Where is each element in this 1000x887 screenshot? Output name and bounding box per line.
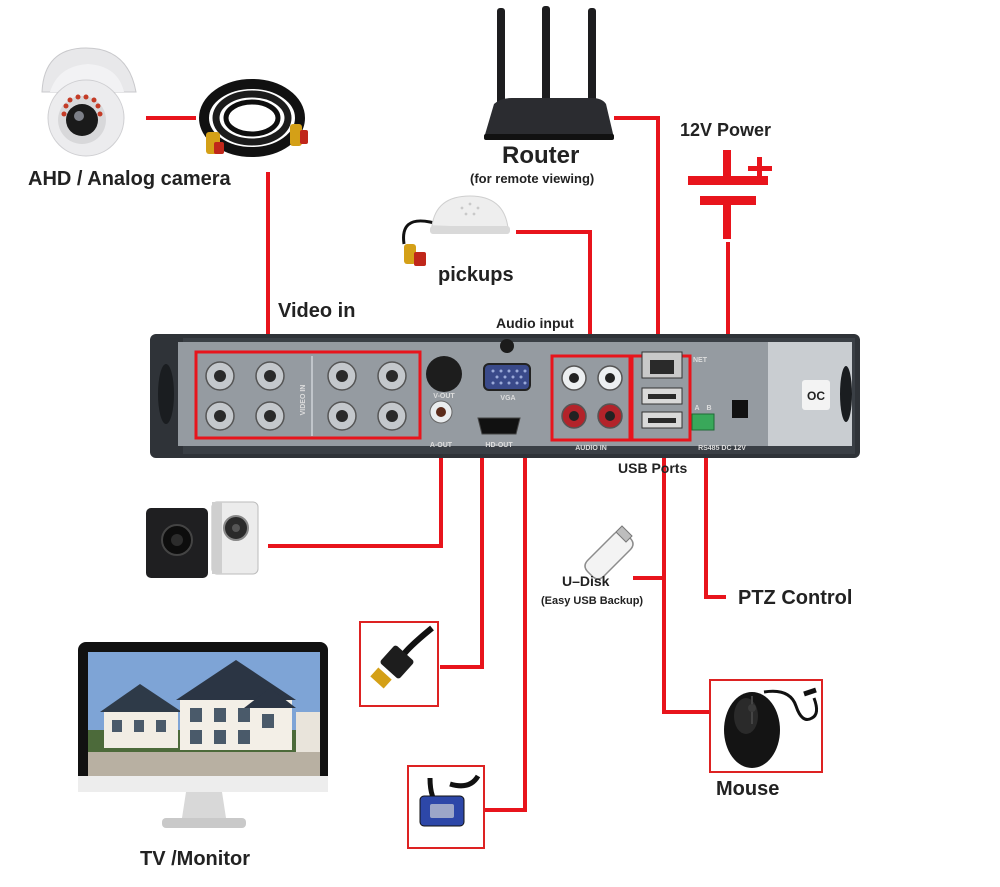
pickups-wire xyxy=(516,230,592,358)
ptz-wire xyxy=(704,422,726,599)
panel-label-a: A xyxy=(694,405,699,412)
svg-text:OC: OC xyxy=(807,389,825,403)
video-in-highlight xyxy=(194,350,422,440)
vga-cable-icon xyxy=(407,765,485,849)
microphone-pickup-icon xyxy=(402,195,510,266)
audio-input-label: Audio input xyxy=(496,315,574,331)
tv-monitor-icon xyxy=(78,642,328,828)
vout-port xyxy=(426,356,462,392)
speaker-wire xyxy=(268,418,443,548)
panel-label-audio-in: AUDIO IN xyxy=(575,445,607,452)
camera-label: AHD / Analog camera xyxy=(28,168,231,190)
vga-wire xyxy=(484,418,527,812)
connection-wires xyxy=(146,116,730,812)
router-sublabel: (for remote viewing) xyxy=(470,171,595,186)
power-label: 12V Power xyxy=(680,120,772,140)
usb-flash-drive-icon xyxy=(584,525,634,580)
dome-camera-icon xyxy=(41,47,137,157)
coax-cable-icon xyxy=(199,79,308,157)
router-icon xyxy=(484,6,614,140)
rs485-terminal xyxy=(691,413,715,431)
dc-power-symbol-icon xyxy=(688,150,772,239)
udisk-sublabel: (Easy USB Backup) xyxy=(541,595,644,607)
dvr-rear-panel: OC xyxy=(150,334,860,458)
panel-label-video-in: VIDEO IN xyxy=(300,385,307,416)
pickups-label: pickups xyxy=(438,264,514,286)
panel-label-net: NET xyxy=(693,357,708,364)
speakers-icon xyxy=(146,501,259,578)
panel-label-vout: V-OUT xyxy=(433,393,455,400)
panel-label-aout: A-OUT xyxy=(430,442,453,449)
udisk-label: U–Disk xyxy=(562,573,610,589)
mouse-icon xyxy=(709,679,823,773)
usb-wire xyxy=(662,412,714,714)
video-in-label: Video in xyxy=(278,300,356,322)
router-label: Router xyxy=(502,142,580,169)
tv-monitor-label: TV /Monitor xyxy=(140,848,250,870)
hdmi-wire xyxy=(440,422,484,669)
panel-label-rs485: RS485 DC 12V xyxy=(698,445,746,452)
mouse-label: Mouse xyxy=(716,778,780,800)
usb-ports-label: USB Ports xyxy=(618,460,688,476)
hdmi-port xyxy=(477,417,521,435)
hdmi-cable-icon xyxy=(359,621,439,707)
vga-port xyxy=(483,363,531,391)
ptz-control-label: PTZ Control xyxy=(738,587,853,609)
panel-label-b: B xyxy=(706,405,711,412)
panel-label-hdout: HD-OUT xyxy=(485,442,513,449)
router-wire xyxy=(614,116,660,350)
audio-in-highlight xyxy=(550,354,632,442)
panel-label-vga: VGA xyxy=(500,395,515,402)
dc-jack xyxy=(732,400,748,418)
